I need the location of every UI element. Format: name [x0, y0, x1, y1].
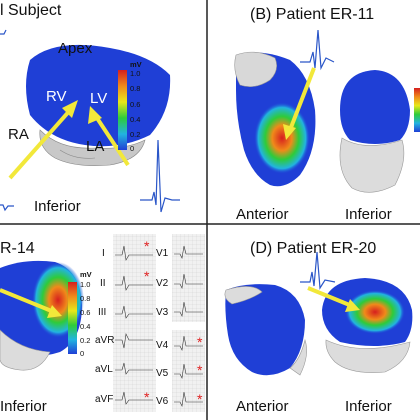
ecg-marker-asterisk: *: [197, 391, 203, 407]
panel-b-anterior-heart: [234, 51, 316, 187]
panel-a-arrows: [8, 100, 130, 180]
panel-a-scale-unit: mV: [130, 60, 142, 69]
ecg-lead-label: V6: [156, 396, 169, 407]
label-rv: RV: [46, 88, 67, 105]
panel-c-colorbar: [68, 282, 77, 354]
panel-a-scale-tick: 0: [130, 144, 135, 153]
panel-b-ecg: [300, 29, 335, 71]
ecg-lead-label: I: [102, 248, 105, 259]
panel-c-title: R-14: [0, 240, 35, 257]
panel-d-view-anterior: Anterior: [236, 398, 289, 415]
ecg-lead-label: V3: [156, 307, 169, 318]
panel-a-scale-tick: 0.8: [130, 84, 141, 93]
ecg-lead-label: aVF: [95, 394, 114, 405]
ecg-lead-label: III: [98, 307, 107, 318]
panel-a-title: l Subject: [0, 2, 62, 19]
ecg-traces-limb: [115, 245, 153, 405]
ecg-strip-v4-v6: [172, 330, 205, 412]
ecg-lead-label: II: [100, 278, 106, 289]
panel-a-scale-tick: 1.0: [130, 69, 141, 78]
panel-a-view-inferior: Inferior: [34, 198, 81, 215]
ecg-marker-asterisk: *: [144, 389, 150, 405]
panel-a-ecg-left: [0, 204, 14, 212]
panel-d-view-inferior: Inferior: [345, 398, 392, 415]
panel-c-scale-tick: 0.6: [80, 308, 91, 317]
panel-c-scale-tick: 0.4: [80, 322, 91, 331]
ecg-lead-label: V1: [156, 248, 169, 259]
panel-d-title: (D) Patient ER-20: [250, 240, 377, 257]
panel-c-scale-tick: 0.2: [80, 336, 91, 345]
ecg-lead-label: V2: [156, 278, 169, 289]
label-apex: Apex: [58, 40, 93, 57]
ecg-lead-label: V5: [156, 368, 169, 379]
ecg-strip-limb: [113, 234, 156, 412]
panel-c-scale-unit: mV: [80, 270, 92, 279]
panel-c-scale-tick: 0: [80, 349, 85, 358]
ecg-marker-asterisk: *: [144, 268, 150, 284]
panel-a-scale-tick: 0.4: [130, 115, 141, 124]
ecg-traces-precordial: [174, 245, 203, 407]
panel-c-view-inferior: Inferior: [0, 398, 47, 415]
ecg-marker-asterisk: *: [197, 362, 203, 378]
ecg-marker-asterisk: *: [144, 238, 150, 254]
panel-b-title: (B) Patient ER-11: [250, 6, 375, 23]
ecg-marker-asterisk: *: [197, 334, 203, 350]
panel-a-colorbar: [118, 70, 127, 150]
ecg-lead-label: aVL: [95, 364, 113, 375]
label-la: LA: [86, 138, 105, 155]
panel-a-ecg-top: [0, 29, 7, 35]
panel-c-scale-tick: 0.8: [80, 294, 91, 303]
label-lv: LV: [90, 90, 108, 107]
panel-d-inferior-heart: [307, 278, 413, 373]
panel-b-view-anterior: Anterior: [236, 206, 289, 223]
panel-b-view-inferior: Inferior: [345, 206, 392, 223]
label-ra: RA: [8, 126, 29, 143]
panel-d-ecg: [300, 251, 336, 290]
panel-b-colorbar-fragment: [414, 88, 420, 132]
panel-a-scale-tick: 0.2: [130, 130, 141, 139]
ecg-lead-label: aVR: [95, 335, 115, 346]
panel-a-scale-tick: 0.6: [130, 100, 141, 109]
panel-c-scale-tick: 1.0: [80, 280, 91, 289]
panel-d-anterior-heart: [224, 284, 307, 376]
panel-a-ecg-right: [140, 139, 180, 213]
ecg-strip-v1-v3: [172, 234, 205, 322]
panel-b-inferior-heart: [339, 70, 410, 193]
ecg-lead-label: V4: [156, 340, 169, 351]
